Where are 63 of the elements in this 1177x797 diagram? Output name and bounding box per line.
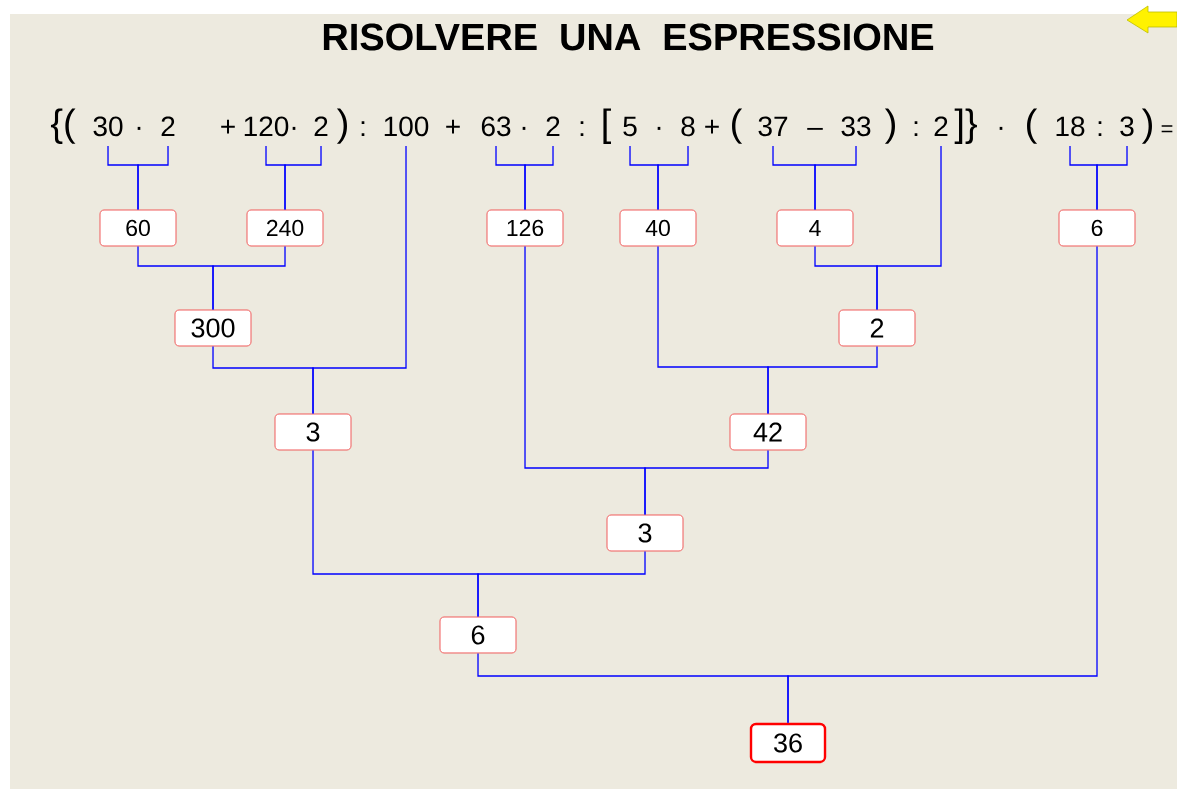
operator-sign: =: [1161, 125, 1173, 133]
number: 18: [1056, 116, 1085, 137]
number: 8: [681, 116, 695, 137]
connector-line: [644, 449, 769, 516]
connector-line: [477, 550, 646, 618]
number: 100: [384, 116, 429, 137]
final-result-box: 36: [749, 722, 827, 764]
operator-sign: ·: [657, 126, 661, 130]
number: 3: [1120, 116, 1134, 137]
result-box: 240: [246, 209, 324, 247]
number: 37: [758, 116, 788, 137]
connector-line: [284, 145, 322, 211]
result-box: 2: [838, 309, 916, 347]
connector-line: [312, 145, 407, 415]
operator-sign: {(: [50, 108, 76, 144]
operator-sign: ·: [522, 126, 526, 130]
result-box: 60: [99, 209, 177, 247]
title: RISOLVERE UNA ESPRESSIONE: [323, 23, 934, 51]
result-box: 4: [776, 209, 854, 247]
result-box: 6: [1058, 209, 1136, 247]
connector-line: [212, 245, 286, 311]
operator-sign: ]}: [954, 108, 977, 144]
connector-line: [1096, 145, 1128, 211]
number: 33: [841, 116, 871, 137]
connector-line: [657, 145, 689, 211]
connector-line: [876, 145, 942, 311]
operator-sign: :: [1098, 121, 1102, 136]
result-box: 42: [729, 413, 807, 451]
connector-line: [814, 145, 857, 211]
number: 2: [934, 116, 948, 136]
result-box: 300: [174, 309, 252, 347]
operator-sign: :: [914, 121, 918, 136]
operator-sign: +: [221, 119, 235, 134]
operator-sign: +: [446, 119, 460, 134]
operator-sign: +: [705, 119, 719, 134]
number: 2: [314, 116, 328, 136]
result-box: 3: [606, 514, 684, 552]
result-box: 40: [619, 209, 697, 247]
operator-sign: ·: [292, 126, 296, 130]
connector-line: [787, 245, 1098, 724]
result-box: 6: [439, 616, 517, 654]
number: 2: [546, 116, 560, 136]
number: 120: [244, 116, 289, 137]
operator-sign: ): [1141, 108, 1152, 144]
operator-sign: :: [361, 121, 365, 136]
operator-sign: ·: [999, 126, 1003, 130]
operator-sign: –: [807, 127, 823, 130]
operator-sign: ): [336, 108, 347, 144]
operator-sign: (: [1027, 108, 1038, 144]
operator-sign: ): [884, 108, 895, 144]
operator-sign: (: [732, 108, 743, 144]
operator-sign: [: [603, 108, 611, 144]
number: 63: [481, 116, 511, 137]
result-box: 126: [486, 209, 564, 247]
operator-sign: ·: [137, 126, 141, 130]
connector-line: [524, 145, 554, 211]
result-box: 3: [274, 413, 352, 451]
number: 30: [93, 116, 123, 137]
operator-sign: :: [580, 121, 584, 136]
number: 2: [161, 116, 175, 136]
number: 5: [623, 116, 637, 137]
connector-line: [767, 345, 878, 415]
connector-line: [137, 145, 169, 211]
